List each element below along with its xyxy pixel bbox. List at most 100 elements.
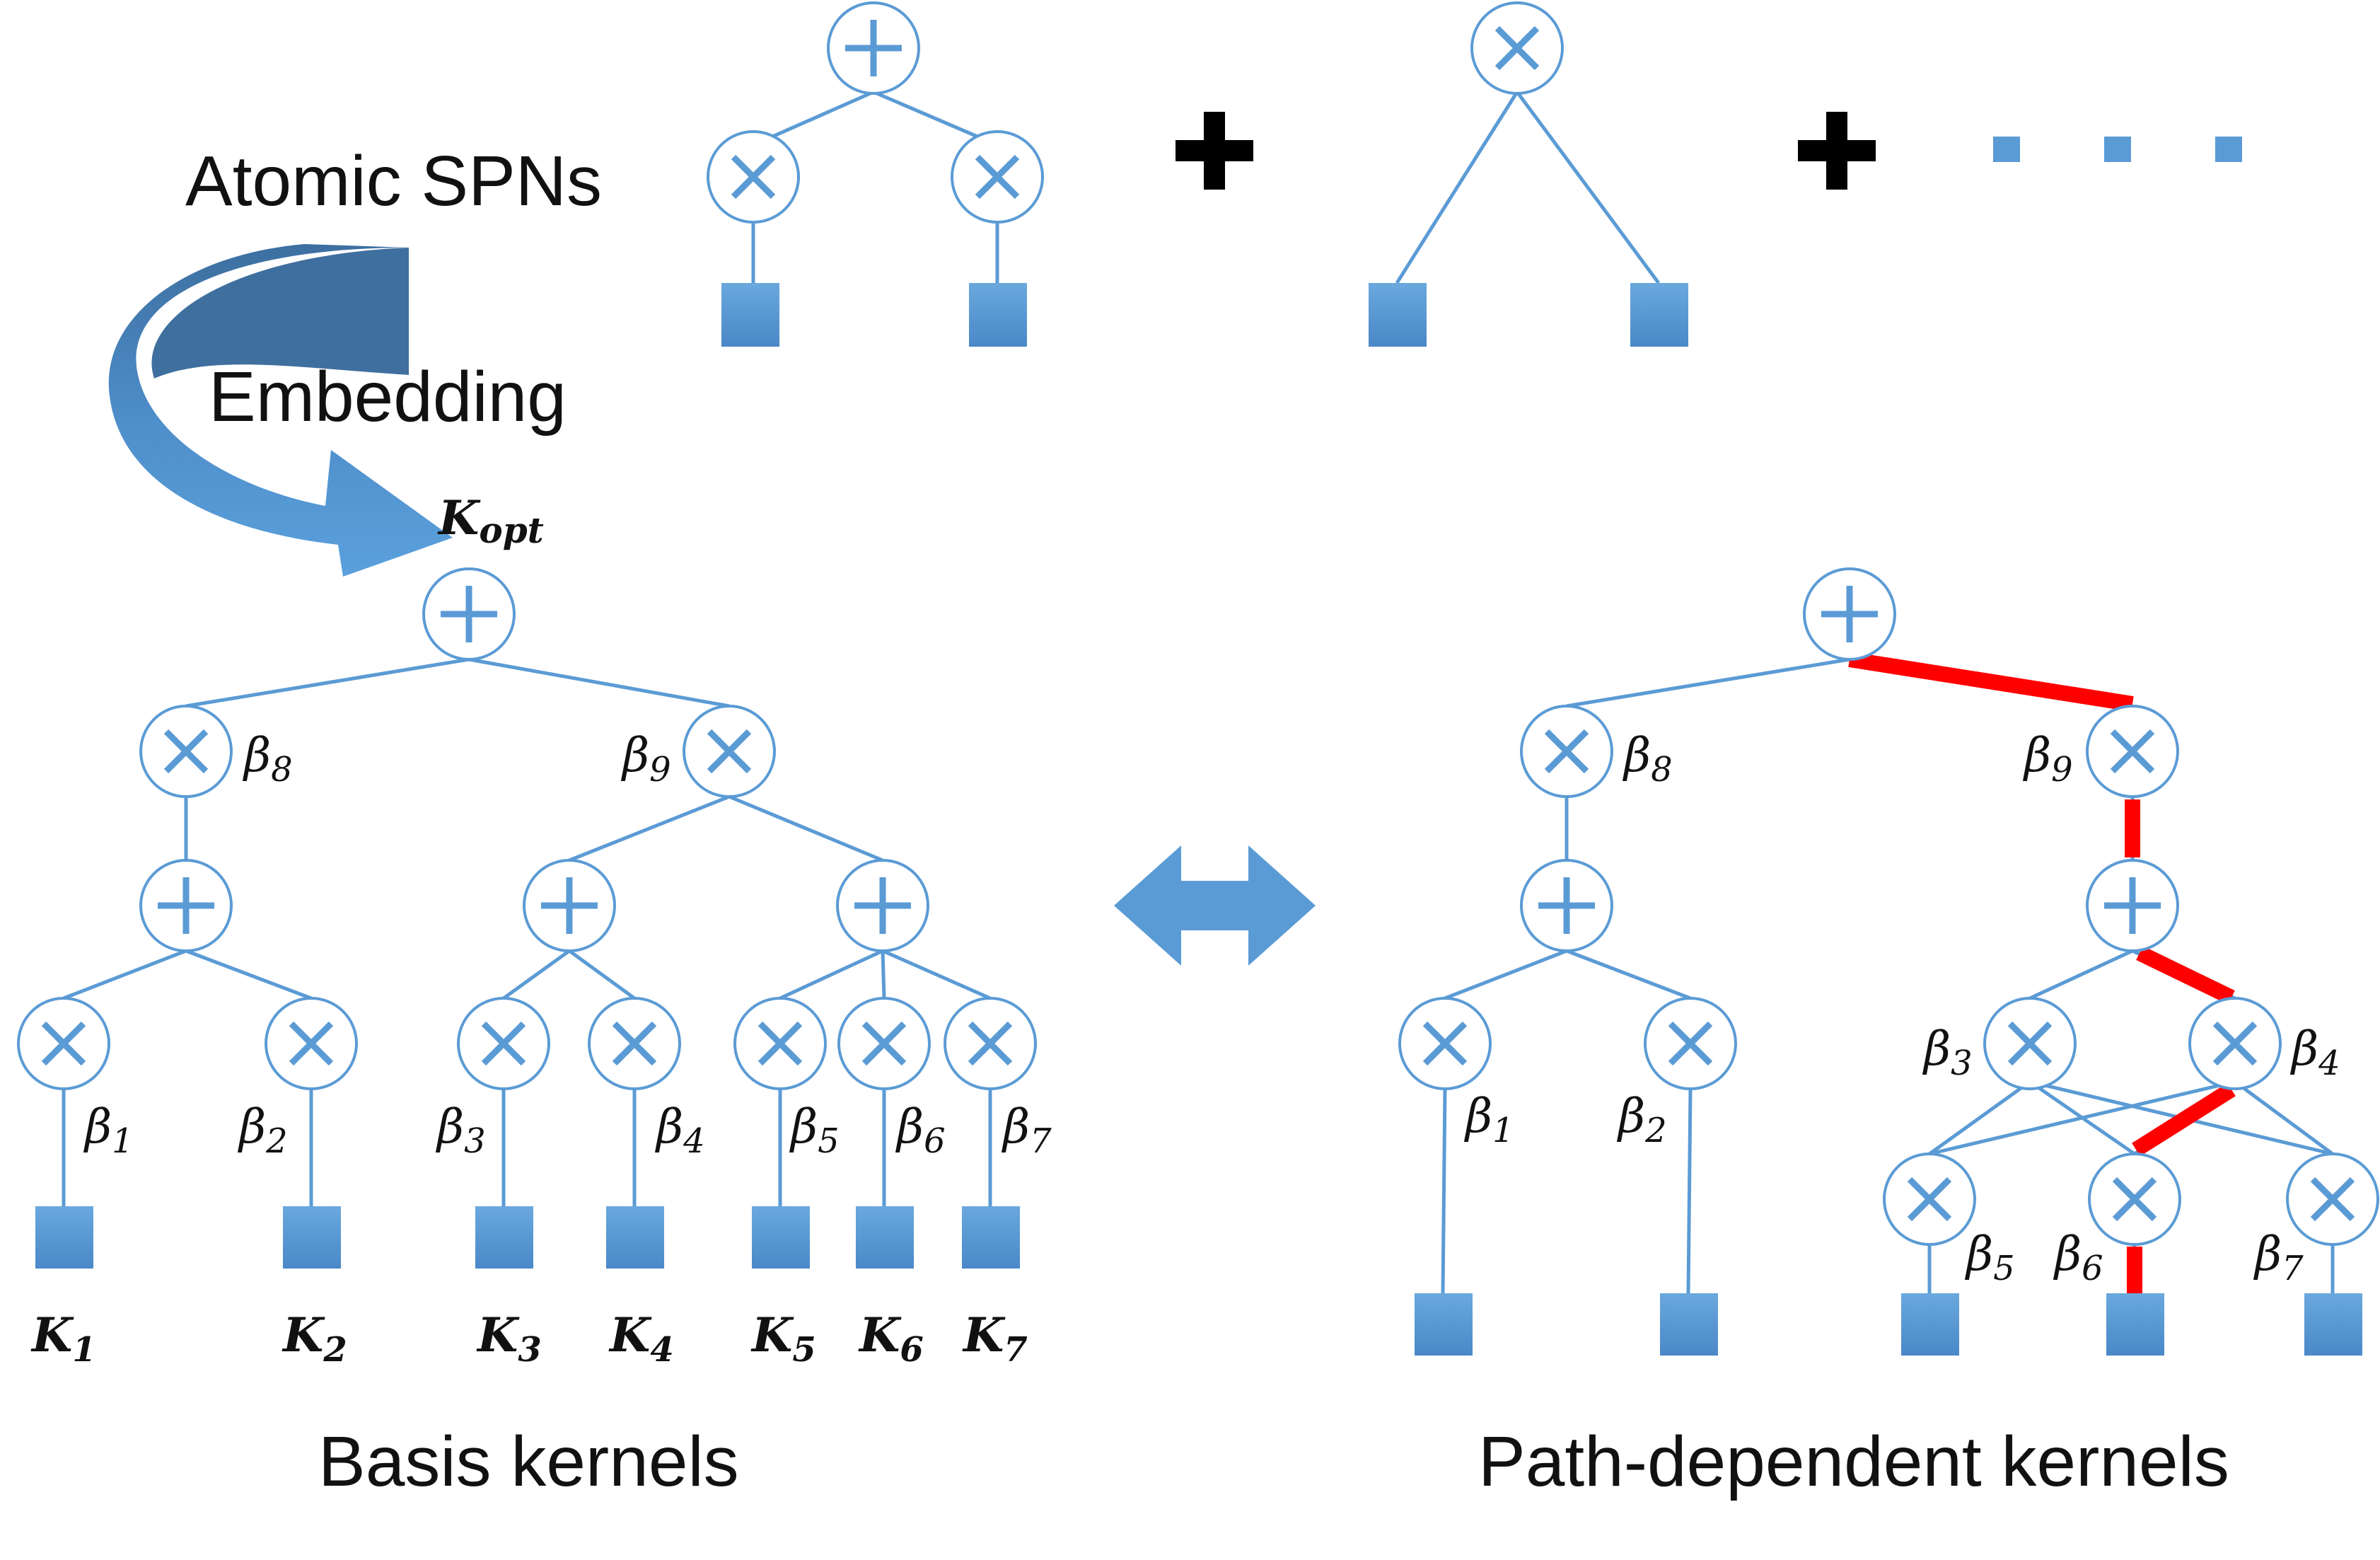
product-node (944, 997, 1037, 1090)
beta-label: β7 (1001, 1099, 1052, 1161)
leaf-node (475, 1206, 533, 1269)
leaf-node (1660, 1293, 1718, 1356)
edge (185, 949, 312, 1000)
product-node (837, 997, 931, 1090)
atomic-spn-2 (1369, 1, 1688, 347)
product-node (2286, 1152, 2379, 1246)
beta-label: β5 (1964, 1227, 2015, 1288)
beta-label: β4 (654, 1099, 705, 1161)
edge (63, 949, 187, 1000)
beta-label: β1 (83, 1099, 134, 1161)
sum-node (1520, 859, 1613, 952)
product-node (951, 130, 1044, 224)
edge (1928, 1080, 2031, 1156)
product-node (683, 705, 776, 798)
beta-label: β3 (1922, 1022, 1973, 1083)
edge (185, 657, 470, 708)
leaf-node (856, 1206, 914, 1269)
highlighted-path-segment (1848, 652, 2134, 712)
product-node (139, 705, 233, 798)
embedding-arrow (108, 244, 453, 577)
beta-label: β6 (895, 1099, 946, 1161)
product-node (457, 997, 550, 1090)
leaf-node (1901, 1293, 1959, 1356)
plus-sign-2 (1798, 112, 1876, 190)
edge (1441, 1088, 1447, 1294)
edge (502, 949, 571, 1000)
path-dependent-caption: Path-dependent kernels (1478, 1422, 2229, 1501)
product-node (1520, 705, 1613, 798)
sum-node (1803, 567, 1896, 661)
kernel-label: K1 (30, 1307, 96, 1370)
leaf-node (1369, 283, 1427, 347)
product-node (1644, 997, 1737, 1090)
edge (1444, 949, 1567, 1000)
atomic-spn-1 (707, 1, 1044, 347)
kernel-label: K2 (281, 1307, 347, 1370)
beta-label: β8 (242, 728, 293, 790)
product-node (1983, 997, 2077, 1090)
edge (779, 949, 884, 1000)
basis-kernels-caption: Basis kernels (318, 1422, 739, 1501)
leaf-node (721, 283, 779, 347)
product-node (265, 997, 358, 1090)
sum-node (139, 859, 233, 952)
beta-label: β2 (1616, 1089, 1667, 1150)
edge (2234, 1080, 2334, 1156)
leaf-node (606, 1206, 664, 1269)
leaf-node (1630, 283, 1688, 347)
atomic-spns-label: Atomic SPNs (185, 141, 602, 221)
sum-node (836, 859, 929, 952)
kernel-label: K4 (608, 1307, 674, 1370)
edge (468, 657, 730, 708)
product-node (588, 997, 681, 1090)
leaf-node (969, 283, 1027, 347)
ellipsis-dots (1993, 137, 2242, 162)
product-node (2188, 997, 2282, 1090)
sum-node (422, 567, 516, 661)
product-node (707, 130, 800, 224)
product-node (2086, 705, 2179, 798)
leaf-node (2106, 1293, 2164, 1356)
sum-node (827, 1, 920, 95)
sum-node (523, 859, 616, 952)
product-node (1398, 997, 1492, 1090)
product-node (1883, 1152, 1976, 1246)
leaf-node (1415, 1293, 1473, 1356)
product-node (1470, 1, 1564, 95)
beta-label: β2 (237, 1099, 288, 1161)
leaf-node (35, 1206, 93, 1269)
plus-sign-1 (1176, 112, 1253, 190)
beta-label: β8 (1622, 728, 1673, 790)
beta-label: β6 (2053, 1227, 2103, 1288)
beta-label: β3 (435, 1099, 486, 1161)
beta-label: β9 (620, 728, 671, 790)
product-node (733, 997, 827, 1090)
leaf-node (962, 1206, 1020, 1269)
edge (1686, 1088, 1693, 1294)
beta-label: β5 (789, 1099, 840, 1161)
edge (568, 949, 636, 1000)
leaf-node (2304, 1293, 2362, 1356)
edge (569, 795, 730, 862)
product-node (2088, 1152, 2181, 1246)
edge (881, 950, 886, 999)
edge (2028, 949, 2134, 1000)
double-arrow (1114, 845, 1316, 966)
k-opt-label: Kopt (437, 490, 544, 551)
edge (1929, 1080, 2236, 1156)
edge (728, 795, 883, 862)
edge (881, 949, 992, 1000)
beta-label: β9 (2022, 728, 2073, 790)
leaf-node (283, 1206, 341, 1269)
kernel-label: K3 (476, 1307, 542, 1370)
kernel-label: K7 (962, 1307, 1028, 1370)
product-node (17, 997, 110, 1090)
beta-label: β4 (2289, 1022, 2340, 1083)
sum-node (2086, 859, 2179, 952)
edge (1566, 657, 1850, 708)
beta-label: β1 (1463, 1089, 1514, 1150)
